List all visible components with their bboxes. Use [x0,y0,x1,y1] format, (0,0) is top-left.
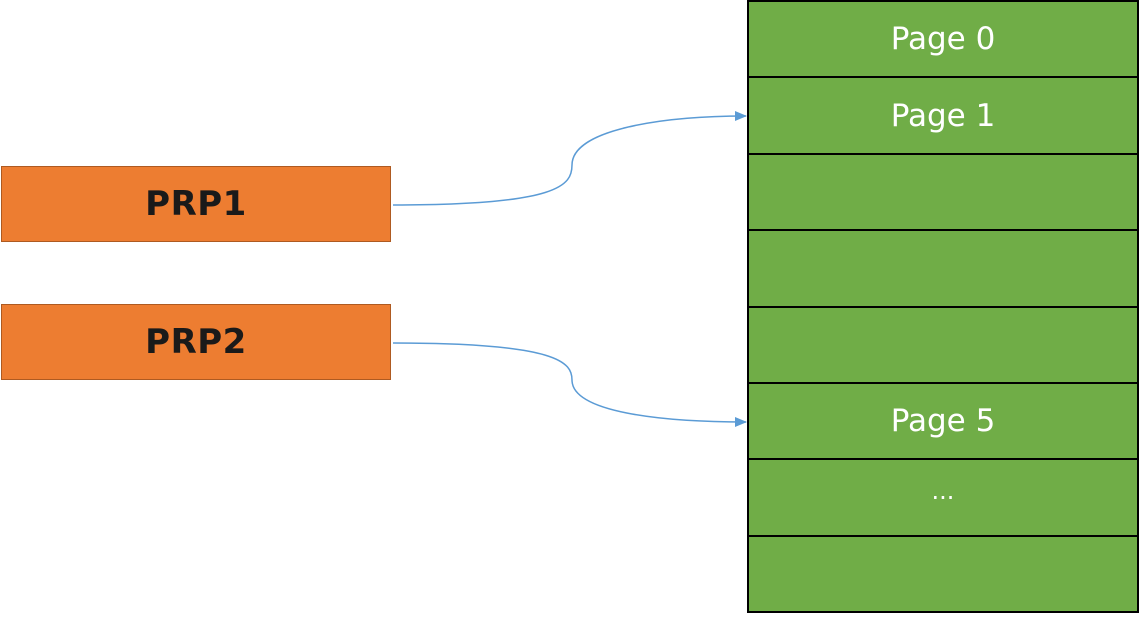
page-label-1: Page 1 [890,97,996,134]
page-label-0: Page 0 [890,21,996,58]
page-cell-2 [749,154,1137,230]
page-stack: Page 0 Page 1 Page 5 ... [747,0,1139,613]
page-cell-1: Page 1 [749,78,1137,153]
page-cell-4 [749,307,1137,382]
page-cell-5: Page 5 [749,383,1137,459]
page-cell-7 [749,536,1137,611]
prp1-box: PRP1 [1,166,391,242]
page-label-6: ... [931,477,955,506]
prp2-box: PRP2 [1,304,391,380]
page-cell-3 [749,231,1137,306]
page-cell-6: ... [749,460,1137,535]
prp2-to-page5-arrow [392,342,747,427]
prp1-label: PRP1 [145,184,247,224]
page-label-5: Page 5 [890,403,996,440]
page-cell-0: Page 0 [749,2,1137,77]
prp1-to-page1-arrow [392,111,747,206]
prp2-label: PRP2 [145,322,247,362]
